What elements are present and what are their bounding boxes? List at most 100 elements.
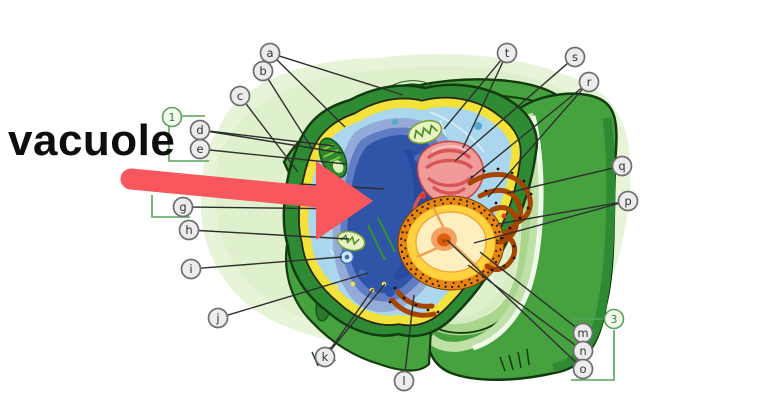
label-line-e xyxy=(209,149,347,165)
label-marker-h: h xyxy=(178,219,200,241)
label-text-k: k xyxy=(322,350,329,364)
label-text-c: c xyxy=(237,89,243,103)
label-text-q: q xyxy=(618,159,625,173)
label-line-j xyxy=(226,272,369,316)
label-lines xyxy=(192,55,619,372)
label-marker-o: o xyxy=(572,358,594,380)
label-text-s: s xyxy=(572,50,578,64)
label-text-a: a xyxy=(266,46,273,60)
label-circle-t xyxy=(496,42,518,64)
label-line-a xyxy=(278,55,404,96)
label-text-b: b xyxy=(259,64,266,78)
label-marker-3: 3 xyxy=(603,308,625,330)
label-marker-e: e xyxy=(189,138,211,160)
label-marker-c: c xyxy=(229,85,251,107)
label-circle-h xyxy=(178,219,200,241)
label-circle-i xyxy=(180,258,202,280)
label-circle-p xyxy=(617,190,639,212)
label-text-g: g xyxy=(179,200,186,214)
cytoskeleton-green-filaments xyxy=(367,217,396,261)
label-marker-n: n xyxy=(572,340,594,362)
nucleolus-dot xyxy=(442,239,446,243)
label-text-h: h xyxy=(185,223,192,237)
nucleus-dotted-rim-inner xyxy=(404,202,498,284)
label-line-r xyxy=(487,88,584,198)
label-line-k xyxy=(329,288,374,350)
label-marker-q: q xyxy=(611,155,633,177)
label-circle-a xyxy=(259,42,281,64)
label-circle-l xyxy=(393,370,415,392)
label-circle-s xyxy=(564,46,586,68)
label-text-i: i xyxy=(189,262,192,276)
golgi-apparatus xyxy=(412,140,514,230)
label-circle-e xyxy=(189,138,211,160)
label-marker-l: l xyxy=(393,370,415,392)
label-line-i xyxy=(200,256,343,269)
cell-gap xyxy=(426,112,544,352)
label-text-r: r xyxy=(587,75,592,89)
peroxisome xyxy=(339,249,355,265)
label-marker-r: r xyxy=(578,71,600,93)
label-line-t xyxy=(462,61,504,149)
label-line-k xyxy=(330,283,386,351)
label-text-m: m xyxy=(577,326,588,340)
label-text-p: p xyxy=(624,194,631,208)
label-line-n xyxy=(467,264,576,346)
bracket-5 xyxy=(571,330,615,381)
label-line-b xyxy=(267,78,314,151)
label-text-e: e xyxy=(196,142,203,156)
label-marker-d: d xyxy=(189,119,211,141)
mitochondrion-top xyxy=(407,119,443,145)
er-ribosome-dots xyxy=(388,167,533,314)
label-circle-q xyxy=(611,155,633,177)
brackets xyxy=(151,115,615,381)
label-text-t: t xyxy=(505,46,510,60)
label-text-1: 1 xyxy=(169,111,176,124)
label-circle-o xyxy=(572,358,594,380)
label-line-t xyxy=(443,59,502,130)
label-text-l: l xyxy=(402,374,405,388)
label-marker-b: b xyxy=(252,60,274,82)
label-marker-s: s xyxy=(564,46,586,68)
label-circle-1 xyxy=(161,106,183,128)
gap-band-pale xyxy=(472,115,544,351)
annotation-text: vacuole xyxy=(8,116,175,165)
label-line-r xyxy=(469,87,583,180)
label-circle-b xyxy=(252,60,274,82)
label-circle-j xyxy=(207,307,229,329)
gap-band xyxy=(426,112,542,352)
label-line-p xyxy=(497,202,619,225)
golgi-highlight xyxy=(431,145,469,153)
bracket-3 xyxy=(151,195,190,218)
bracket-2 xyxy=(168,123,209,162)
label-marker-g: g xyxy=(172,196,194,218)
label-line-a xyxy=(276,59,346,128)
label-circle-k xyxy=(314,346,336,368)
label-line-o xyxy=(446,239,577,364)
label-circle-c xyxy=(229,85,251,107)
label-line-p xyxy=(473,202,619,244)
label-line-h xyxy=(198,229,350,240)
nucleus xyxy=(397,195,505,291)
label-circle-3 xyxy=(603,308,625,330)
label-text-3: 3 xyxy=(611,313,618,326)
arrow-shaft xyxy=(120,168,329,208)
label-line-l xyxy=(404,294,415,372)
label-line-m xyxy=(479,251,576,328)
label-circle-r xyxy=(578,71,600,93)
label-line-d xyxy=(209,130,343,154)
label-marker-k: k xyxy=(314,346,336,368)
label-line-c xyxy=(245,103,299,173)
mitochondrion-left xyxy=(336,230,366,252)
label-circle-g xyxy=(172,196,194,218)
label-line-q xyxy=(506,167,613,194)
label-line-s xyxy=(454,62,569,162)
label-text-o: o xyxy=(579,362,586,376)
label-line-d xyxy=(209,130,335,147)
right-face-striations xyxy=(499,348,530,372)
label-marker-1: 1 xyxy=(161,106,183,128)
label-marker-i: i xyxy=(180,258,202,280)
